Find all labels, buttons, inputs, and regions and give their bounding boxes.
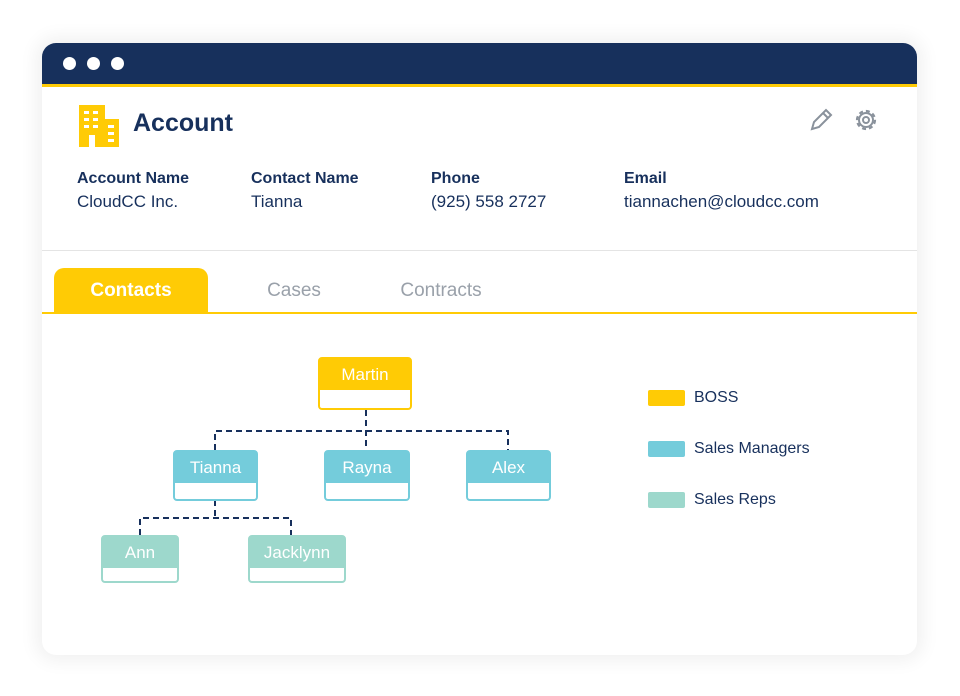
node-name: Alex: [468, 452, 549, 483]
org-node-manager[interactable]: Tianna: [173, 450, 258, 501]
org-node-boss[interactable]: Martin: [318, 357, 412, 410]
tab-cases[interactable]: Cases: [267, 280, 321, 301]
tab-contacts[interactable]: Contacts: [54, 268, 208, 312]
divider: [42, 250, 917, 251]
account-name-value: CloudCC Inc.: [77, 192, 179, 211]
legend-label-reps: Sales Reps: [694, 491, 776, 508]
title-bar: [42, 43, 917, 87]
org-node-manager[interactable]: Rayna: [324, 450, 410, 501]
legend-label-managers: Sales Managers: [694, 440, 810, 457]
legend-label-boss: BOSS: [694, 389, 739, 406]
phone-label: Phone: [431, 170, 480, 187]
email-value[interactable]: tiannachen@cloudcc.com: [624, 192, 819, 211]
node-name: Martin: [320, 359, 410, 390]
phone-value: (925) 558 2727: [431, 192, 547, 211]
account-window: Account Account Name CloudCC Inc. Contac…: [42, 43, 917, 655]
contact-name-value: Tianna: [251, 192, 303, 211]
window-dot[interactable]: [87, 57, 100, 70]
email-label: Email: [624, 170, 667, 187]
node-name: Rayna: [326, 452, 408, 483]
window-dot[interactable]: [63, 57, 76, 70]
gear-icon[interactable]: [852, 106, 880, 134]
account-name-label: Account Name: [77, 170, 190, 187]
tab-contracts[interactable]: Contracts: [400, 280, 482, 301]
legend-swatch-reps: [648, 492, 685, 508]
node-name: Tianna: [175, 452, 256, 483]
org-node-manager[interactable]: Alex: [466, 450, 551, 501]
window-dot[interactable]: [111, 57, 124, 70]
tab-underline: [42, 312, 917, 314]
node-name: Jacklynn: [250, 537, 344, 568]
legend-swatch-boss: [648, 390, 685, 406]
node-name: Ann: [103, 537, 177, 568]
org-node-rep[interactable]: Ann: [101, 535, 179, 583]
legend-swatch-managers: [648, 441, 685, 457]
page-title: Account: [133, 109, 233, 137]
org-node-rep[interactable]: Jacklynn: [248, 535, 346, 583]
building-icon: [79, 105, 119, 147]
contact-name-label: Contact Name: [251, 170, 359, 187]
pencil-icon[interactable]: [808, 107, 834, 133]
